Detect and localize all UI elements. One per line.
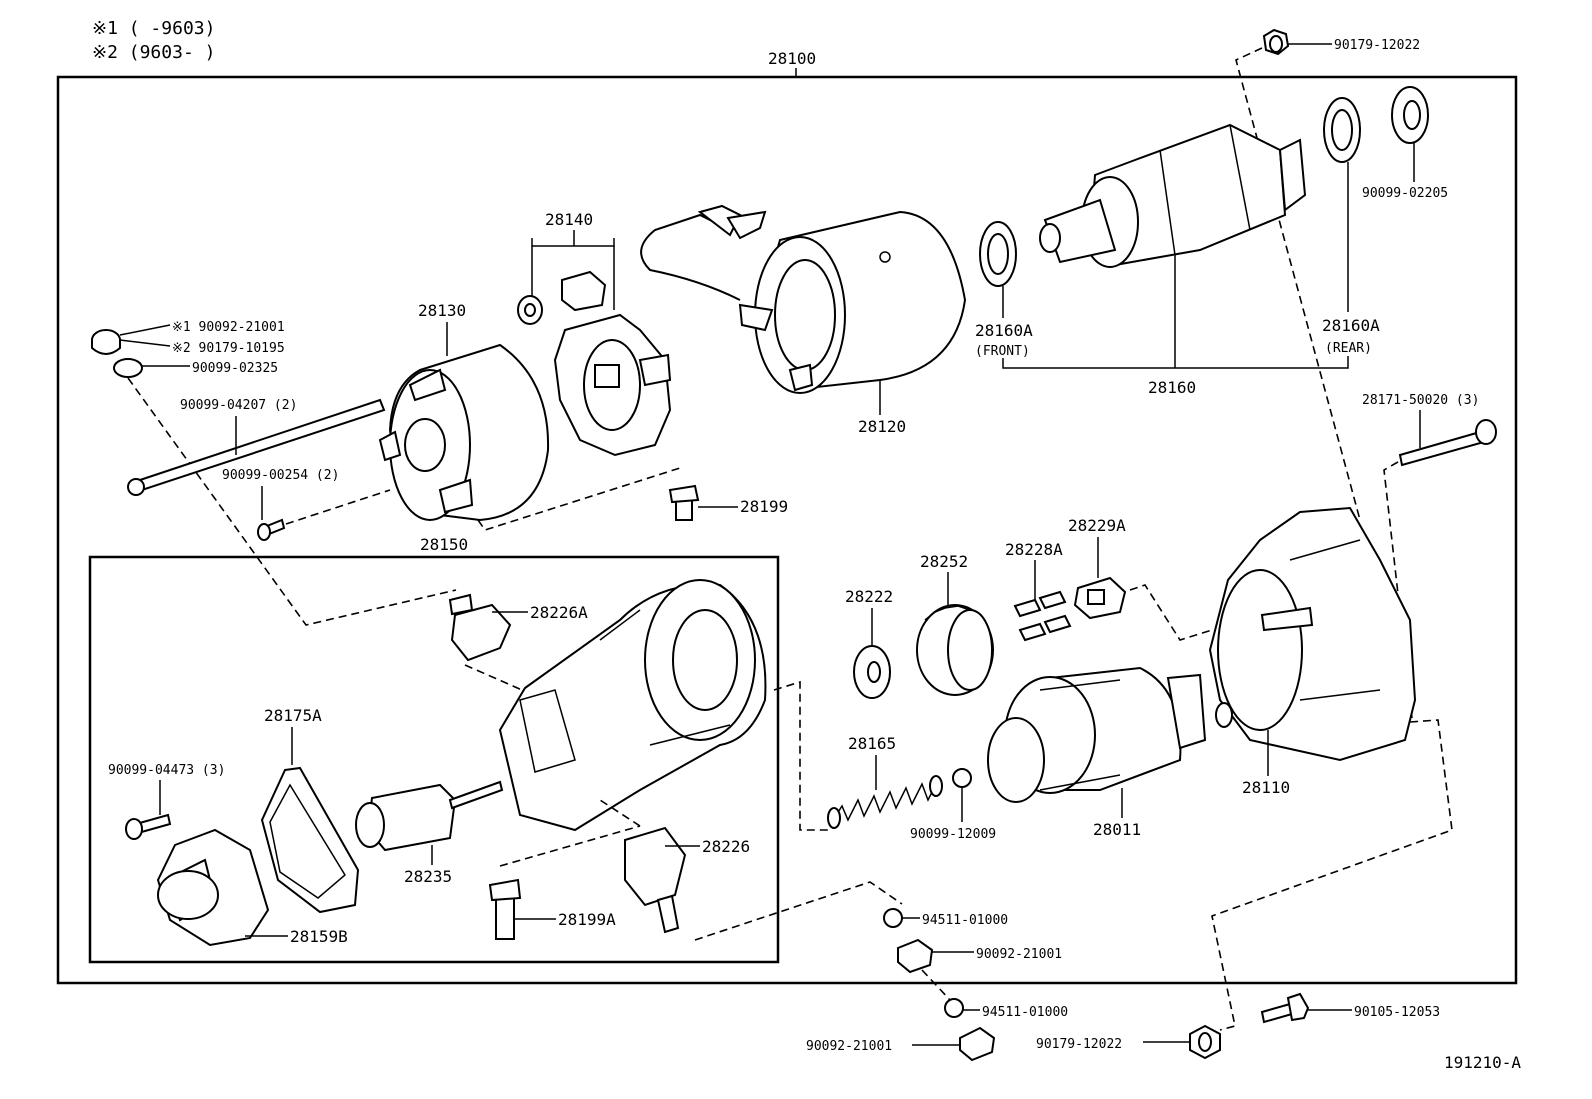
figure-reference: 191210-A — [1444, 1053, 1521, 1072]
nut-90092-21001-b — [959, 1026, 996, 1062]
label-90092-21001-b: 90092-21001 — [806, 1039, 892, 1054]
label-28130: 28130 — [418, 301, 466, 320]
label-28228A: 28228A — [1005, 540, 1063, 559]
bearing-front — [979, 221, 1017, 287]
label-90092-21001-a: 90092-21001 — [976, 947, 1062, 962]
cover-28159B — [156, 828, 270, 947]
label-28229A: 28229A — [1068, 516, 1126, 535]
label-90099-02205: 90099-02205 — [1362, 186, 1448, 201]
bearing-rear — [1323, 97, 1361, 163]
brush-spring — [517, 295, 543, 325]
nut-90179-12022-bottom — [1189, 1024, 1221, 1060]
label-rear: (REAR) — [1325, 341, 1372, 356]
label-28159B: 28159B — [290, 927, 348, 946]
through-bolt-90099-04207 — [127, 398, 386, 496]
label-90179-12022-bottom: 90179-12022 — [1036, 1037, 1122, 1052]
nut-90092-21001-a — [897, 938, 934, 974]
washer-94511-01000-b — [944, 998, 964, 1018]
label-28140: 28140 — [545, 210, 593, 229]
label-90099-00254: 90099-00254 (2) — [222, 468, 339, 483]
washer-94511-01000-a — [883, 908, 903, 928]
label-90105-12053: 90105-12053 — [1354, 1005, 1440, 1020]
bolt-90099-04473 — [125, 813, 172, 840]
label-28150: 28150 — [420, 535, 468, 554]
rollers-28228A — [1013, 590, 1072, 642]
washer-90099-02205 — [1391, 86, 1429, 144]
note-2: ※2 (9603- ) — [92, 42, 215, 63]
label-94511-01000-b: 94511-01000 — [982, 1005, 1068, 1020]
screw-90099-00254 — [257, 518, 286, 541]
note-1: ※1 ( -9603) — [92, 18, 215, 39]
label-28160: 28160 — [1148, 378, 1196, 397]
brush-holder-28140 — [553, 313, 672, 457]
label-28011: 28011 — [1093, 820, 1141, 839]
label-90179-10195-m2: ※2 90179-10195 — [172, 341, 285, 356]
label-28160A-rear: 28160A — [1322, 316, 1380, 335]
nut-90179-12022-top — [1262, 28, 1290, 56]
clutch-28011 — [987, 666, 1207, 803]
label-28222: 28222 — [845, 587, 893, 606]
end-frame-28130 — [378, 343, 550, 522]
ball-90099-12009 — [952, 768, 972, 788]
label-28120: 28120 — [858, 417, 906, 436]
label-90099-04473: 90099-04473 (3) — [108, 763, 225, 778]
gasket-28175A — [260, 766, 360, 914]
boot-28199A — [488, 878, 522, 940]
label-front: (FRONT) — [975, 344, 1030, 359]
label-28199: 28199 — [740, 497, 788, 516]
plunger-28235 — [355, 780, 504, 852]
label-28226A: 28226A — [530, 603, 588, 622]
nut-90092-21001 — [91, 329, 121, 355]
label-28110: 28110 — [1242, 778, 1290, 797]
housing-28110 — [1208, 506, 1417, 762]
label-90099-12009: 90099-12009 — [910, 827, 996, 842]
bolt-90105-12053 — [1260, 992, 1310, 1024]
label-28165: 28165 — [848, 734, 896, 753]
washer-28222 — [853, 645, 891, 699]
assembly-frame-28150 — [88, 555, 780, 964]
retainer-28229A — [1073, 576, 1127, 620]
assembly-frame-28100 — [56, 75, 1518, 985]
field-frame-28120 — [640, 204, 967, 394]
label-28171-50020: 28171-50020 (3) — [1362, 393, 1479, 408]
label-90099-02325: 90099-02325 — [192, 361, 278, 376]
label-28226: 28226 — [702, 837, 750, 856]
label-28235: 28235 — [404, 867, 452, 886]
label-28175A: 28175A — [264, 706, 322, 725]
spring-28165 — [827, 775, 943, 829]
magnetic-switch-housing — [498, 579, 767, 832]
label-28199A: 28199A — [558, 910, 616, 929]
label-28160A-front: 28160A — [975, 321, 1033, 340]
boot-28199 — [668, 484, 700, 521]
label-90179-12022-top: 90179-12022 — [1334, 38, 1420, 53]
brush — [561, 270, 607, 312]
contact-28226 — [624, 826, 687, 934]
armature-28160 — [1039, 123, 1307, 268]
contact-28226A — [448, 593, 512, 662]
bolt-28171-50020 — [1398, 419, 1497, 467]
washer-90099-02325 — [113, 358, 143, 378]
label-90092-21001-m1: ※1 90092-21001 — [172, 320, 285, 335]
label-94511-01000-a: 94511-01000 — [922, 913, 1008, 928]
label-28100: 28100 — [768, 49, 816, 68]
idler-gear-28252 — [916, 604, 994, 696]
label-28252: 28252 — [920, 552, 968, 571]
label-90099-04207: 90099-04207 (2) — [180, 398, 297, 413]
